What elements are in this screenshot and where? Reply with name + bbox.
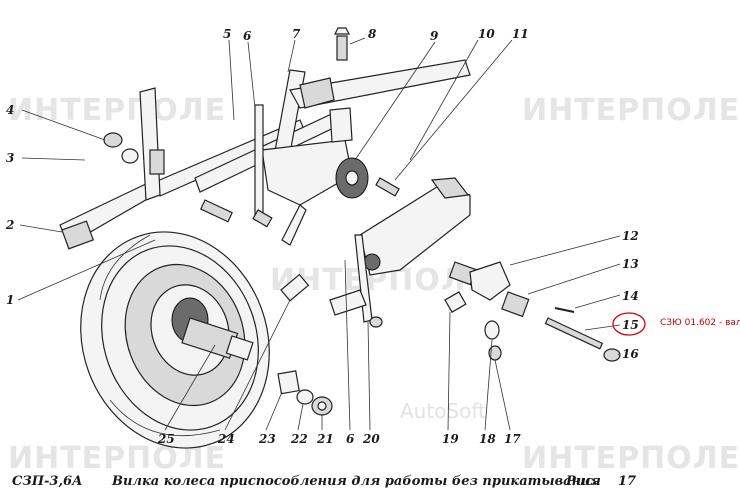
label-17: 17 bbox=[504, 432, 521, 446]
leader-lines bbox=[17, 37, 621, 431]
label-18: 18 bbox=[479, 432, 496, 446]
label-2: 2 bbox=[5, 218, 14, 232]
bottom-hardware bbox=[199, 199, 333, 416]
label-5: 5 bbox=[223, 27, 231, 41]
figure-label: Рис. bbox=[566, 474, 598, 489]
label-20: 20 bbox=[362, 432, 380, 446]
label-6-bottom: 6 bbox=[346, 432, 355, 446]
label-12: 12 bbox=[622, 229, 639, 243]
figure-number: 17 bbox=[618, 474, 637, 489]
label-19: 19 bbox=[442, 432, 459, 446]
small-parts bbox=[444, 261, 621, 362]
highlight-circle bbox=[612, 312, 646, 336]
label-16: 16 bbox=[622, 347, 639, 361]
label-15: 15 bbox=[622, 318, 639, 332]
label-4: 4 bbox=[6, 103, 14, 117]
wheel-assembly bbox=[80, 231, 270, 449]
label-10: 10 bbox=[478, 27, 495, 41]
label-9: 9 bbox=[430, 29, 439, 43]
label-3: 3 bbox=[6, 151, 14, 165]
label-14: 14 bbox=[622, 289, 639, 303]
watermark-right: ИНТЕРПОЛЕ bbox=[522, 93, 740, 128]
watermark-left: ИНТЕРПОЛЕ bbox=[8, 93, 226, 128]
right-bracket bbox=[329, 177, 471, 328]
label-21: 21 bbox=[316, 432, 334, 446]
label-11: 11 bbox=[512, 27, 529, 41]
model-label: СЗП-3,6А bbox=[12, 474, 83, 489]
label-1: 1 bbox=[6, 293, 14, 307]
label-13: 13 bbox=[622, 257, 639, 271]
label-24: 24 bbox=[217, 432, 235, 446]
label-6-top: 6 bbox=[243, 29, 252, 43]
part-numbers: 1 2 3 4 5 6 7 8 9 10 11 12 13 14 15 16 1… bbox=[5, 27, 639, 446]
label-22: 22 bbox=[290, 432, 308, 446]
figure-title: Вилка колеса приспособления для работы б… bbox=[112, 474, 601, 489]
label-25: 25 bbox=[157, 432, 175, 446]
label-8: 8 bbox=[368, 27, 377, 41]
watermark-bottom-right: ИНТЕРПОЛЕ bbox=[522, 441, 740, 476]
label-23: 23 bbox=[258, 432, 276, 446]
top-support bbox=[289, 27, 471, 197]
label-7: 7 bbox=[292, 27, 301, 41]
watermark-autosoft: AutoSoft bbox=[400, 399, 486, 423]
part-annotation-note: СЗЮ 01.602 - вал bbox=[660, 318, 740, 328]
